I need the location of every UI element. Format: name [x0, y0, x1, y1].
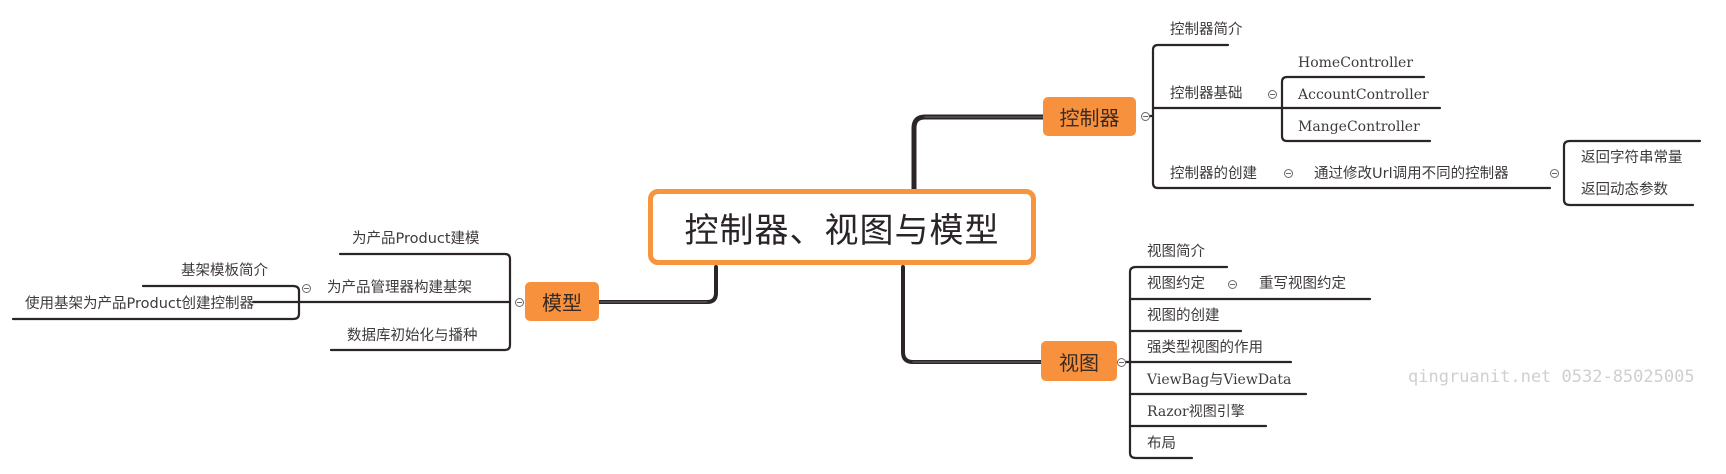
collapse-toggle-icon[interactable]	[1117, 358, 1126, 367]
subtopic-db-init[interactable]: 数据库初始化与播种	[347, 328, 478, 344]
subtopic-razor-engine[interactable]: Razor视图引擎	[1147, 404, 1245, 420]
watermark-text: qingruanit.net 0532-85025005	[1408, 367, 1695, 387]
collapse-toggle-icon[interactable]	[515, 298, 524, 307]
subtopic-return-string[interactable]: 返回字符串常量	[1581, 150, 1683, 166]
subtopic-model-product[interactable]: 为产品Product建模	[352, 231, 480, 247]
subtopic-scaffolding[interactable]: 为产品管理器构建基架	[327, 280, 472, 296]
subtopic-override-convention[interactable]: 重写视图约定	[1259, 276, 1346, 292]
subtopic-view-creation[interactable]: 视图的创建	[1147, 308, 1220, 324]
subtopic-return-dynamic[interactable]: 返回动态参数	[1581, 182, 1668, 198]
collapse-toggle-icon[interactable]	[1141, 112, 1150, 121]
subtopic-layout[interactable]: 布局	[1147, 436, 1176, 452]
collapse-toggle-icon[interactable]	[302, 284, 311, 293]
subtopic-account-controller[interactable]: AccountController	[1298, 87, 1429, 103]
central-topic[interactable]: 控制器、视图与模型	[648, 189, 1036, 265]
topic-controller-label: 控制器	[1059, 106, 1120, 130]
subtopic-controller-intro[interactable]: 控制器简介	[1170, 22, 1243, 38]
topic-view-label: 视图	[1059, 350, 1099, 375]
subtopic-strongly-typed-view[interactable]: 强类型视图的作用	[1147, 340, 1263, 356]
topic-controller[interactable]: 控制器	[1043, 97, 1136, 136]
topic-model[interactable]: 模型	[525, 282, 599, 321]
subtopic-scaffold-templates[interactable]: 基架模板简介	[181, 263, 268, 279]
collapse-toggle-icon[interactable]	[1228, 280, 1237, 289]
subtopic-mange-controller[interactable]: MangeController	[1298, 119, 1420, 135]
topic-model-label: 模型	[542, 291, 582, 315]
subtopic-controller-creation[interactable]: 控制器的创建	[1170, 166, 1257, 182]
subtopic-modify-url[interactable]: 通过修改Url调用不同的控制器	[1314, 166, 1509, 182]
topic-view[interactable]: 视图	[1041, 341, 1117, 381]
subtopic-view-convention[interactable]: 视图约定	[1147, 276, 1205, 292]
subtopic-view-intro[interactable]: 视图简介	[1147, 244, 1205, 260]
collapse-toggle-icon[interactable]	[1284, 169, 1293, 178]
subtopic-viewbag-viewdata[interactable]: ViewBag与ViewData	[1147, 372, 1292, 388]
collapse-toggle-icon[interactable]	[1550, 169, 1559, 178]
collapse-toggle-icon[interactable]	[1268, 90, 1277, 99]
subtopic-scaffold-controller[interactable]: 使用基架为产品Product创建控制器	[25, 296, 255, 312]
subtopic-controller-basics[interactable]: 控制器基础	[1170, 86, 1243, 102]
subtopic-home-controller[interactable]: HomeController	[1298, 55, 1414, 71]
central-topic-title: 控制器、视图与模型	[684, 210, 1000, 251]
